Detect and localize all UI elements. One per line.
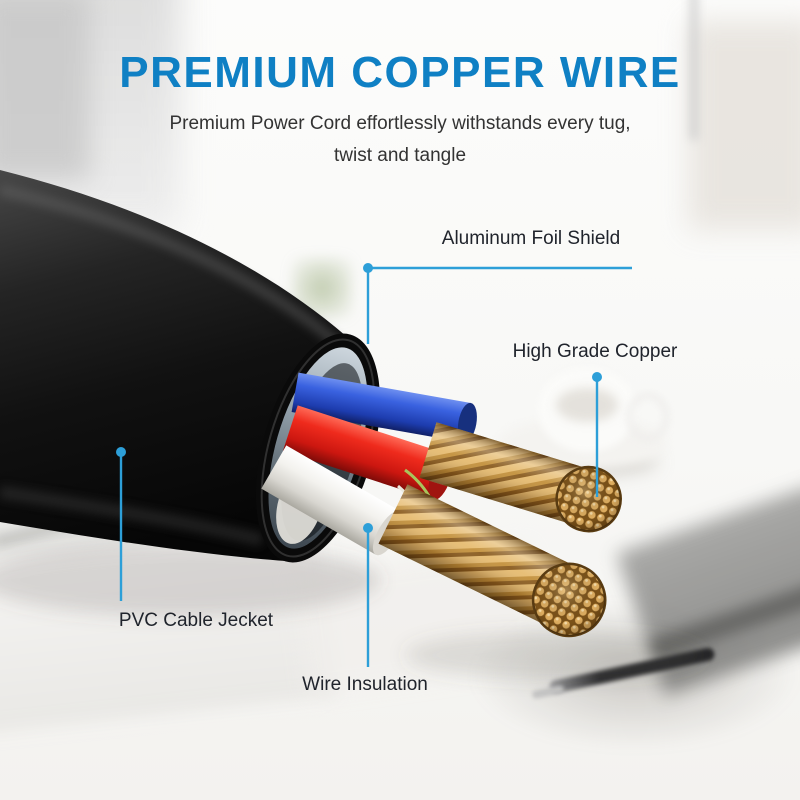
- callout-dot-aluminum: [363, 263, 373, 273]
- strands-shadow: [405, 631, 705, 679]
- callout-lines: [116, 263, 632, 667]
- label-aluminum-foil-shield: Aluminum Foil Shield: [441, 228, 621, 249]
- page-title: PREMIUM COPPER WIRE: [119, 48, 681, 97]
- subtitle-line-1: Premium Power Cord effortlessly withstan…: [169, 113, 631, 134]
- subtitle: Premium Power Cord effortlessly withstan…: [0, 108, 800, 172]
- callout-dot-jacket: [116, 447, 126, 457]
- label-wire-insulation: Wire Insulation: [302, 674, 428, 695]
- copper-strand-lower: [378, 484, 607, 638]
- copper-strand-upper: [419, 422, 622, 533]
- callout-dot-copper: [592, 372, 602, 382]
- callout-dot-insulation: [363, 523, 373, 533]
- subtitle-line-2: twist and tangle: [333, 145, 467, 166]
- header: PREMIUM COPPER WIRE Premium Power Cord e…: [0, 48, 800, 172]
- label-high-grade-copper: High Grade Copper: [512, 341, 678, 362]
- callout-line-aluminum: [366, 266, 632, 344]
- cable-shadow: [0, 544, 380, 616]
- filler-thread-green: [404, 468, 431, 497]
- label-pvc-cable-jacket: PVC Cable Jecket: [118, 610, 274, 631]
